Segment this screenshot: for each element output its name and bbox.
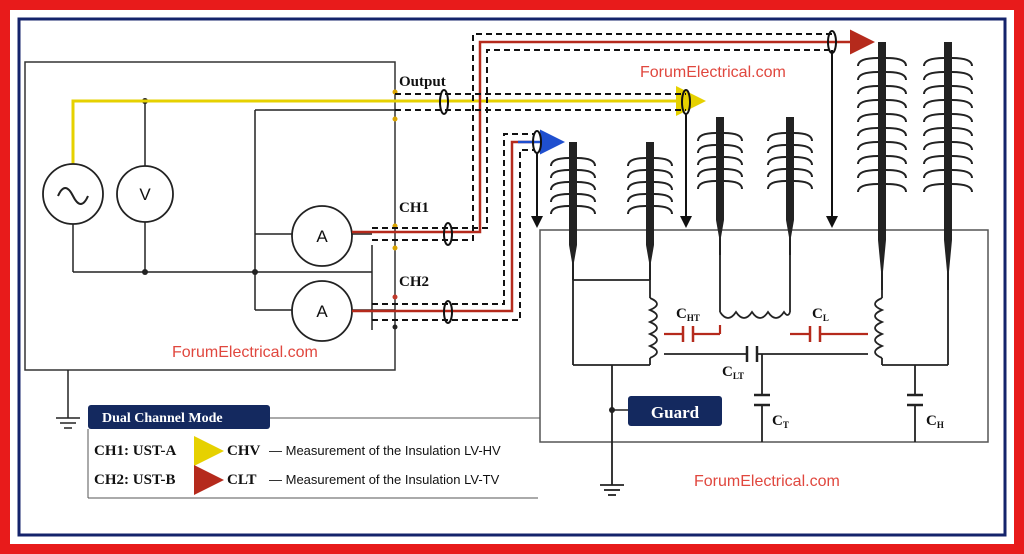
terminal-dot [392, 245, 398, 251]
inner-navy-frame [17, 17, 1007, 537]
watermark-3: ForumElectrical.com [694, 473, 840, 490]
cht-label: CHT [676, 306, 700, 323]
watermark-2: ForumElectrical.com [172, 344, 318, 361]
cable-clamp [439, 89, 449, 115]
arrow-head [680, 216, 692, 228]
ammeter-ch1-label: A [316, 227, 328, 246]
legend-row-1-target: CHV [227, 443, 261, 459]
ct-label: CT [772, 413, 789, 430]
capacitor-cht [681, 326, 695, 342]
legend-title: Dual Channel Mode [102, 411, 223, 426]
ch2-shield-dashed [372, 133, 535, 305]
capacitor-cl [808, 326, 822, 342]
arrow-head [826, 216, 838, 228]
guard-box [628, 396, 722, 426]
hv-bushing-2 [923, 41, 973, 291]
junction-dot [142, 269, 148, 275]
watermark-1: ForumElectrical.com [640, 64, 786, 81]
test-instrument-box [24, 61, 396, 371]
lv-bushing-1 [697, 116, 743, 256]
capacitor-clt [745, 346, 759, 362]
capacitor-ch [907, 393, 923, 407]
ch1-red-wire [352, 29, 875, 234]
arrow-head [531, 216, 543, 228]
transformer-tank [539, 229, 989, 443]
legend-row-2-channel: CH2: UST-B [94, 472, 176, 488]
ch1-shield-dashed [372, 33, 832, 241]
ch2-shield-dashed [372, 149, 535, 321]
voltmeter [116, 165, 174, 223]
output-label: Output [399, 74, 446, 90]
terminal-dot [392, 294, 398, 300]
hv-bushing-1 [857, 41, 907, 291]
internal-circuit [572, 255, 949, 496]
cable-clamp [443, 222, 453, 246]
legend-row-2-description: — Measurement of the Insulation LV-TV [269, 472, 500, 487]
junction-dot [252, 269, 258, 275]
clt-label: CLT [722, 364, 744, 381]
tv-bushing-1 [550, 141, 596, 281]
ch1-shield-dashed [372, 49, 832, 229]
legend-row-1-description: — Measurement of the Insulation LV-HV [269, 443, 501, 458]
ch-label: CH [926, 413, 944, 430]
cable-clamp [827, 30, 837, 54]
cl-label: CL [812, 306, 829, 323]
yellow-hv-wire [71, 86, 706, 166]
ammeter-ch1 [291, 205, 353, 267]
sine-icon [57, 187, 89, 205]
lv-bushing-2 [767, 116, 813, 256]
terminal-dot [392, 324, 398, 330]
ammeter-ch2-label: A [316, 302, 328, 321]
guard-label: Guard [651, 403, 700, 422]
legend-row-2-target: CLT [227, 472, 256, 488]
ch1-label: CH1 [399, 200, 429, 216]
source-wiring [56, 101, 395, 429]
capacitor-ct [754, 393, 770, 407]
legend-row-1-channel: CH1: UST-A [94, 443, 177, 459]
ch2-red-wire [352, 140, 535, 313]
legend-title-box [88, 405, 270, 429]
cable-clamp [443, 300, 453, 324]
ch2-label: CH2 [399, 274, 429, 290]
voltmeter-label: V [139, 185, 151, 204]
tv-bushing-2 [627, 141, 673, 281]
terminal-dot [392, 116, 398, 122]
